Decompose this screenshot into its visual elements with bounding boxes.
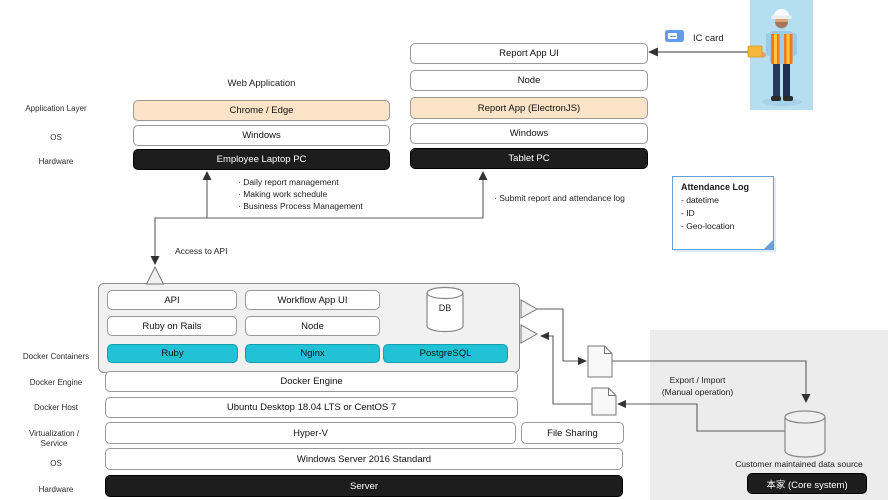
ic-card-label: IC card <box>693 33 724 44</box>
docker-host-box: Ubuntu Desktop 18.04 LTS or CentOS 7 <box>105 397 518 418</box>
employee-laptop-box: Employee Laptop PC <box>133 149 390 170</box>
attendance-log-note: Attendance Log - datetime - ID - Geo-loc… <box>672 176 774 250</box>
ic-card-in-hand <box>747 45 763 58</box>
tablet-os-box: Windows <box>410 123 648 144</box>
customer-db-cylinder-icon <box>784 410 826 458</box>
customer-core-region <box>650 330 888 500</box>
ruby-container-box: Ruby <box>107 344 238 363</box>
web-os-box: Windows <box>133 125 390 146</box>
layer-label-application: Application Layer <box>25 104 87 113</box>
export-port-triangle <box>520 299 539 319</box>
postgresql-container-box: PostgreSQL <box>383 344 508 363</box>
attendance-log-title: Attendance Log <box>681 182 750 192</box>
note-fold-corner <box>763 239 774 250</box>
web-task-item: · Business Process Management <box>238 201 363 211</box>
export-connector <box>537 308 811 403</box>
export-import-label: Export / Import (Manual operation) <box>645 375 750 398</box>
attendance-log-item: - Geo-location <box>681 221 735 231</box>
web-task-list: · Daily report management · Making work … <box>238 176 363 212</box>
export-import-title: Export / Import <box>669 375 726 385</box>
web-task-item: · Making work schedule <box>238 189 328 199</box>
report-app-ui-box: Report App UI <box>410 43 648 64</box>
server-os-box: Windows Server 2016 Standard <box>105 448 623 470</box>
tablet-pc-box: Tablet PC <box>410 148 648 169</box>
customer-datasource-label: Customer maintained data source <box>735 459 863 469</box>
attendance-log-item: - datetime <box>681 195 719 205</box>
server-hardware-box: Server <box>105 475 623 497</box>
ruby-on-rails-box: Ruby on Rails <box>107 316 237 336</box>
layer-label-os-server: OS <box>50 459 62 468</box>
access-to-api-label: Access to API <box>175 246 228 256</box>
tablet-task-item: · Submit report and attendance log <box>494 193 625 203</box>
db-cylinder-icon <box>426 286 464 333</box>
db-label: DB <box>438 303 452 313</box>
worker-illustration <box>747 9 802 106</box>
nginx-container-box: Nginx <box>245 344 380 363</box>
layer-label-os-client: OS <box>50 133 62 142</box>
api-port-triangle <box>145 265 165 285</box>
ic-card-arrow <box>648 47 748 57</box>
hyper-v-box: Hyper-V <box>105 422 516 444</box>
core-system-box: 本家 (Core system) <box>747 473 867 494</box>
layer-label-docker-engine: Docker Engine <box>29 378 83 387</box>
workflow-app-ui-box: Workflow App UI <box>245 290 380 310</box>
browser-box: Chrome / Edge <box>133 100 390 121</box>
file-sharing-box: File Sharing <box>521 422 624 444</box>
ic-card-icon <box>665 30 684 42</box>
server-node-box: Node <box>245 316 380 336</box>
web-application-title: Web Application <box>227 78 296 89</box>
layer-label-hardware-server: Hardware <box>38 485 74 494</box>
layer-label-hardware-client: Hardware <box>38 157 74 166</box>
web-task-item: · Daily report management <box>238 177 339 187</box>
docker-engine-box: Docker Engine <box>105 371 518 392</box>
client-api-connectors <box>150 171 488 265</box>
layer-label-docker-host: Docker Host <box>33 403 78 412</box>
tablet-node-box: Node <box>410 70 648 91</box>
layer-label-docker-containers: Docker Containers <box>22 352 90 361</box>
import-file-icon <box>591 387 617 416</box>
import-port-triangle <box>520 324 539 344</box>
export-import-sub: (Manual operation) <box>661 386 734 397</box>
export-file-icon <box>587 345 613 378</box>
attendance-log-item: - ID <box>681 208 695 218</box>
layer-label-virtualization: Virtualization / Service <box>28 429 80 448</box>
api-box: API <box>107 290 237 310</box>
import-connector <box>540 332 785 432</box>
report-app-box: Report App (ElectronJS) <box>410 97 648 119</box>
